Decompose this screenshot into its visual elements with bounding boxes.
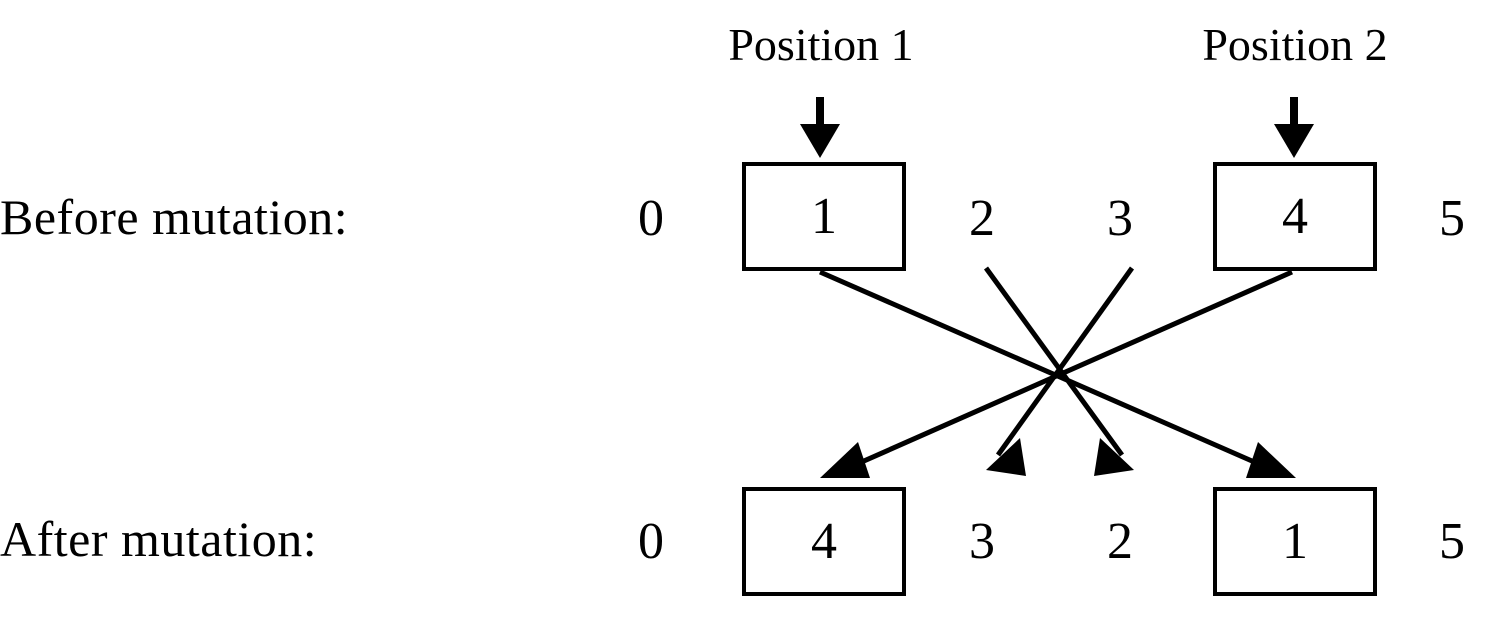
after-cell-5: 5 (1439, 513, 1465, 570)
swap-arrow-4-to-left (820, 269, 1294, 478)
after-mutation-label: After mutation: (0, 511, 318, 567)
after-cell-3: 2 (1107, 513, 1133, 570)
before-cell-2: 2 (969, 190, 995, 247)
before-cell-5: 5 (1439, 190, 1465, 247)
after-cell-1-box[interactable]: 4 (742, 487, 906, 596)
before-cell-4-box[interactable]: 4 (1213, 162, 1377, 271)
shift-arrow-3-to-left (986, 266, 1135, 476)
after-cell-0: 0 (638, 513, 664, 570)
after-cell-1-value: 4 (811, 513, 837, 570)
before-cell-4-value: 4 (1282, 188, 1308, 245)
before-cell-1-box[interactable]: 1 (742, 162, 906, 271)
position-2-down-arrow-icon (1274, 97, 1314, 158)
before-mutation-label: Before mutation: (0, 189, 349, 245)
position-1-down-arrow-icon (800, 97, 840, 158)
position-2-label: Position 2 (1202, 19, 1388, 70)
after-cell-2: 3 (969, 513, 995, 570)
before-cell-1-value: 1 (811, 188, 837, 245)
before-cell-0: 0 (638, 190, 664, 247)
position-1-label: Position 1 (728, 19, 914, 70)
swap-arrow-1-to-right (818, 269, 1296, 478)
before-cell-3: 3 (1107, 190, 1133, 247)
shift-arrow-2-to-right (983, 266, 1134, 476)
after-cell-4-value: 1 (1282, 513, 1308, 570)
after-cell-4-box[interactable]: 1 (1213, 487, 1377, 596)
